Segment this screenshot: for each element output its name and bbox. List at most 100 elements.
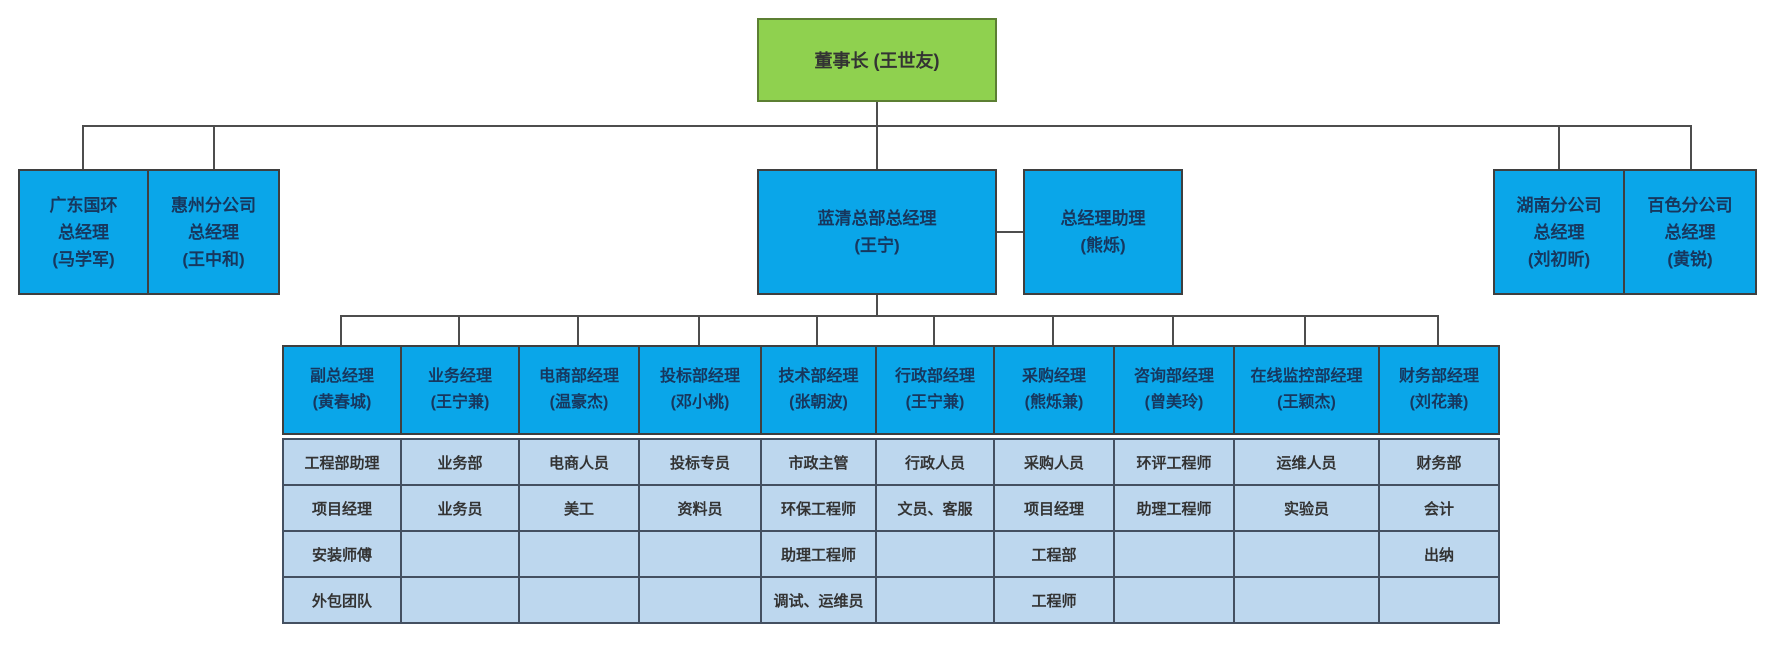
dept-title: 行政部经理 <box>894 368 975 385</box>
staff-cell: 工程部 <box>993 530 1115 578</box>
connector-stub-guangdong <box>82 125 84 169</box>
dept-manager: (刘花兼) <box>1409 394 1469 411</box>
box-text-line: (马学军) <box>52 249 115 269</box>
dept-header-cell: 电商部经理 (温豪杰) <box>518 345 640 435</box>
box-text-line: 蓝清总部总经理 <box>817 209 937 228</box>
executive-box-lanqing-hq: 蓝清总部总经理 (王宁) <box>757 169 997 295</box>
staff-cell <box>875 576 995 624</box>
dept-header-cell: 财务部经理 (刘花兼) <box>1378 345 1500 435</box>
connector-stub-hunan <box>1558 125 1560 169</box>
dept-header-cell: 采购经理 (熊烁兼) <box>993 345 1115 435</box>
dept-title: 技术部经理 <box>778 368 859 385</box>
dept-title: 业务经理 <box>427 368 492 385</box>
connector-stub-dept-8 <box>1172 315 1174 345</box>
box-text-line: (熊烁) <box>1080 236 1126 255</box>
staff-cell: 安装师傅 <box>282 530 402 578</box>
staff-cell: 文员、客服 <box>875 484 995 532</box>
dept-manager: (邓小桃) <box>670 394 730 411</box>
staff-cell: 业务员 <box>400 484 520 532</box>
executive-box-huizhou-branch: 惠州分公司 总经理 (王中和) <box>147 169 280 295</box>
staff-cell: 调试、运维员 <box>760 576 877 624</box>
connector-stub-huizhou <box>213 125 215 169</box>
box-text-line: (王宁) <box>854 236 900 255</box>
staff-cell <box>400 576 520 624</box>
staff-cell <box>1378 576 1500 624</box>
staff-cell: 运维人员 <box>1233 438 1380 486</box>
connector-stub-dept-10 <box>1437 315 1439 345</box>
box-text-line: 总经理 <box>188 222 239 242</box>
dept-title: 副总经理 <box>309 368 374 385</box>
box-text-line: (刘初昕) <box>1527 249 1591 269</box>
staff-cell: 项目经理 <box>993 484 1115 532</box>
staff-cell <box>875 530 995 578</box>
staff-cell: 行政人员 <box>875 438 995 486</box>
staff-cell: 电商人员 <box>518 438 640 486</box>
box-text-line: 总经理助理 <box>1060 209 1146 228</box>
dept-title: 电商部经理 <box>538 368 619 385</box>
connector-stub-dept-2 <box>458 315 460 345</box>
connector-stub-dept-7 <box>1052 315 1054 345</box>
staff-cell: 助理工程师 <box>760 530 877 578</box>
staff-cell: 环评工程师 <box>1113 438 1235 486</box>
staff-cell <box>1233 530 1380 578</box>
staff-cell: 助理工程师 <box>1113 484 1235 532</box>
staff-cell <box>518 576 640 624</box>
staff-cell: 会计 <box>1378 484 1500 532</box>
staff-cell <box>1113 530 1235 578</box>
dept-manager: (熊烁兼) <box>1024 394 1084 411</box>
executive-box-guangdong-guohuan: 广东国环 总经理 (马学军) <box>18 169 149 295</box>
staff-cell: 资料员 <box>638 484 762 532</box>
box-text-line: 总经理 <box>1533 222 1585 242</box>
chairman-box: 董事长 (王世友) <box>757 18 997 102</box>
box-text-line: 总经理 <box>1664 222 1716 242</box>
box-text-line: (黄锐) <box>1667 249 1713 269</box>
dept-title: 财务部经理 <box>1398 368 1479 385</box>
staff-cell: 环保工程师 <box>760 484 877 532</box>
dept-header-cell: 行政部经理 (王宁兼) <box>875 345 995 435</box>
staff-cell: 市政主管 <box>760 438 877 486</box>
staff-row: 外包团队 调试、运维员 工程师 <box>282 576 1500 624</box>
connector-hq-drop <box>876 295 878 315</box>
box-text-line: (王中和) <box>182 249 245 269</box>
dept-title: 在线监控部经理 <box>1250 368 1363 385</box>
box-text-line: 百色分公司 <box>1647 195 1733 215</box>
connector-assistant-link <box>997 231 1023 233</box>
dept-manager: (王宁兼) <box>905 394 965 411</box>
dept-header-cell: 在线监控部经理(王颖杰) <box>1233 345 1380 435</box>
staff-cell: 采购人员 <box>993 438 1115 486</box>
staff-cell: 美工 <box>518 484 640 532</box>
dept-header-cell: 业务经理 (王宁兼) <box>400 345 520 435</box>
box-text-line: 惠州分公司 <box>171 195 256 215</box>
connector-level2-rail <box>82 125 1692 127</box>
staff-table: 工程部助理 业务部 电商人员 投标专员 市政主管 行政人员 采购人员 环评工程师… <box>282 438 1500 624</box>
dept-header-cell: 技术部经理 (张朝波) <box>760 345 877 435</box>
executive-box-hunan-branch: 湖南分公司 总经理 (刘初昕) <box>1493 169 1625 295</box>
staff-cell: 出纳 <box>1378 530 1500 578</box>
staff-cell <box>400 530 520 578</box>
chairman-label: 董事长 (王世友) <box>814 51 940 71</box>
staff-cell: 工程部助理 <box>282 438 402 486</box>
staff-cell: 投标专员 <box>638 438 762 486</box>
staff-cell <box>638 530 762 578</box>
staff-row: 工程部助理 业务部 电商人员 投标专员 市政主管 行政人员 采购人员 环评工程师… <box>282 438 1500 486</box>
connector-stub-dept-5 <box>816 315 818 345</box>
box-text-line: 广东国环 <box>49 195 118 215</box>
dept-manager: (曾美玲) <box>1144 394 1204 411</box>
connector-stub-dept-1 <box>340 315 342 345</box>
staff-cell <box>638 576 762 624</box>
staff-cell: 项目经理 <box>282 484 402 532</box>
connector-chairman-drop <box>876 102 878 125</box>
dept-header-cell: 副总经理(黄春城) <box>282 345 402 435</box>
assistant-box: 总经理助理 (熊烁) <box>1023 169 1183 295</box>
staff-cell: 外包团队 <box>282 576 402 624</box>
executive-box-baise-branch: 百色分公司 总经理 (黄锐) <box>1623 169 1757 295</box>
connector-stub-hq <box>876 125 878 169</box>
department-header-table: 副总经理(黄春城) 业务经理(王宁兼) 电商部经理(温豪杰) 投标部经理(邓小桃… <box>282 345 1500 435</box>
dept-header-row: 副总经理(黄春城) 业务经理(王宁兼) 电商部经理(温豪杰) 投标部经理(邓小桃… <box>282 345 1500 435</box>
dept-title: 采购经理 <box>1021 368 1086 385</box>
dept-manager: (张朝波) <box>789 394 848 411</box>
connector-dept-rail <box>340 315 1439 317</box>
dept-manager: (温豪杰) <box>549 394 609 411</box>
dept-manager: (王宁兼) <box>430 394 490 411</box>
